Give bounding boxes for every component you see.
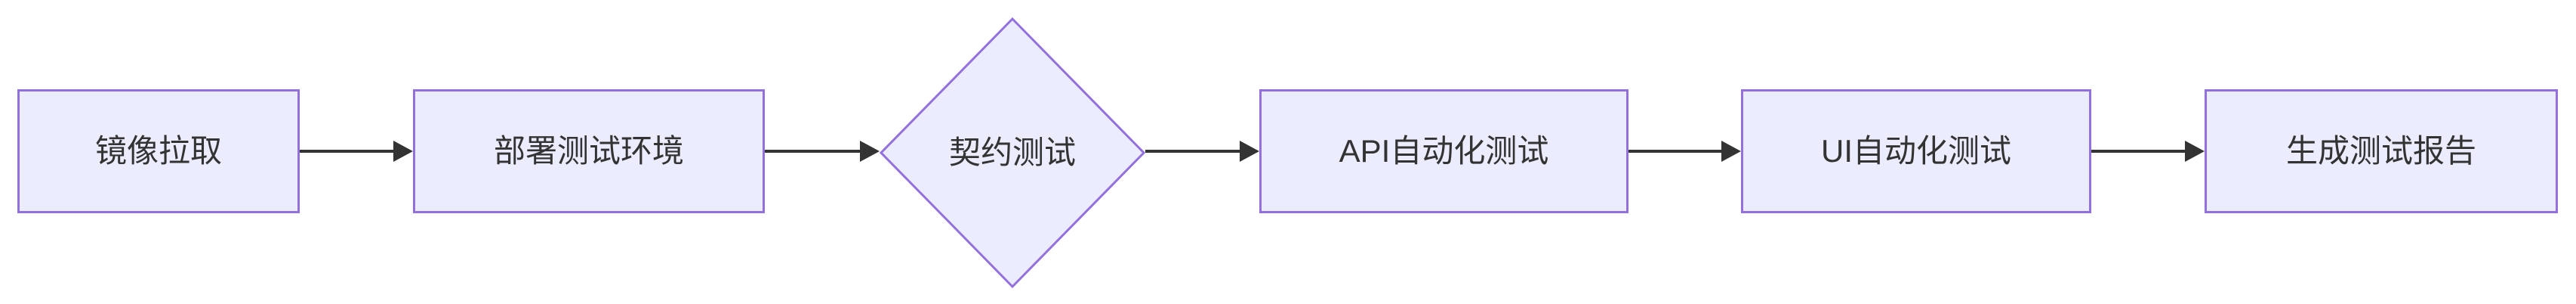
node-api-automation-test-label: API自动化测试 (1339, 133, 1549, 169)
arrowhead-icon (393, 141, 413, 162)
node-ui-automation-test-label: UI自动化测试 (1820, 133, 2011, 169)
node-image-pull: 镜像拉取 (17, 89, 300, 213)
edge-image-pull-to-deploy (300, 150, 395, 153)
node-deploy-test-env: 部署测试环境 (413, 89, 765, 213)
node-generate-test-report: 生成测试报告 (2205, 89, 2558, 213)
node-contract-test: 契约测试 (880, 17, 1145, 288)
edge-deploy-to-contract-test (765, 150, 861, 153)
node-contract-test-label: 契约测试 (948, 135, 1076, 170)
node-ui-automation-test: UI自动化测试 (1741, 89, 2091, 213)
diamond-shape (880, 17, 1145, 288)
edge-ui-test-to-report (2091, 150, 2186, 153)
edge-contract-test-to-api-test (1145, 150, 1241, 153)
node-deploy-test-env-label: 部署测试环境 (493, 133, 684, 169)
arrowhead-icon (2185, 141, 2205, 162)
edge-api-test-to-ui-test (1628, 150, 1723, 153)
node-generate-test-report-label: 生成测试报告 (2285, 133, 2476, 169)
arrowhead-icon (860, 141, 880, 162)
arrowhead-icon (1240, 141, 1259, 162)
node-image-pull-label: 镜像拉取 (94, 133, 222, 169)
node-api-automation-test: API自动化测试 (1259, 89, 1628, 213)
arrowhead-icon (1721, 141, 1741, 162)
